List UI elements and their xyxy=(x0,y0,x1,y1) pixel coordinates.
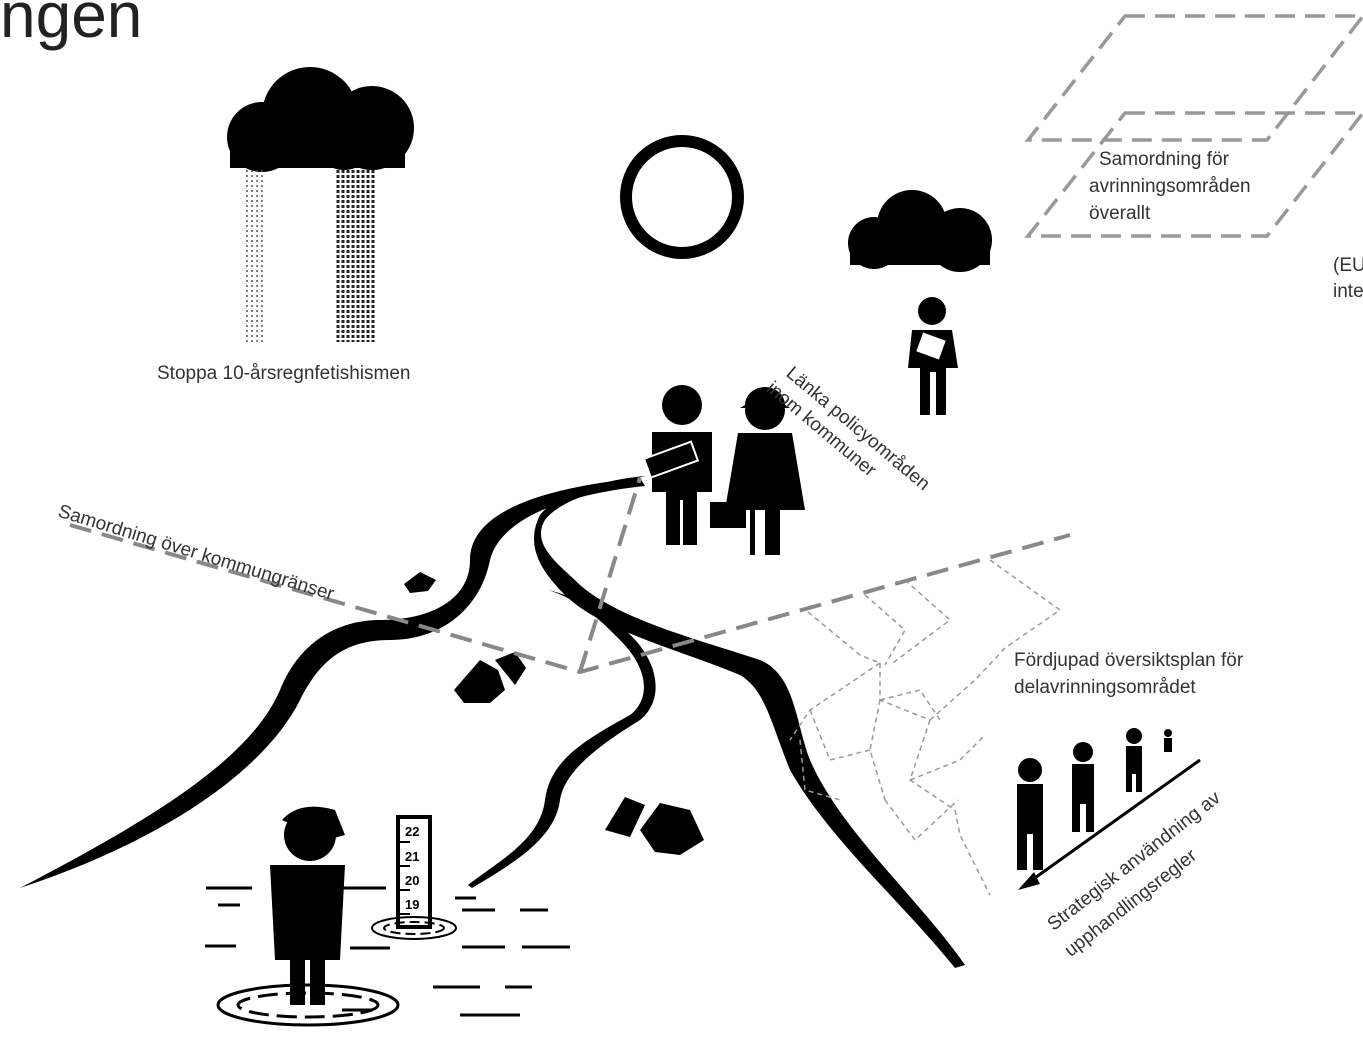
plan-label-line2: delavrinningsområdet xyxy=(1014,677,1196,698)
water-lines xyxy=(205,886,570,1017)
person-planner-icon xyxy=(642,385,712,545)
eu-label-line2: inte xyxy=(1333,281,1363,302)
rain-cloud-icon xyxy=(227,67,416,172)
catchment-label-line3: överallt xyxy=(1089,203,1151,224)
person-wading-icon xyxy=(216,806,400,1027)
sun-icon xyxy=(620,135,744,259)
catchment-plane-icon xyxy=(1024,14,1363,238)
municipal-border-line xyxy=(69,477,1071,675)
parcel-grid xyxy=(789,559,1062,896)
person-reader-icon xyxy=(908,297,958,415)
catchment-label-line2: avrinningsområden xyxy=(1089,176,1251,197)
page-title: ngen xyxy=(0,0,143,51)
water-gauge-icon: 22 21 20 19 xyxy=(371,815,457,940)
rain-label: Stoppa 10-årsregnfetishismen xyxy=(157,363,411,384)
worker-icon xyxy=(710,387,805,555)
stone-icon xyxy=(404,572,704,855)
gauge-label-19: 19 xyxy=(405,897,419,912)
eu-label-line1: (EU xyxy=(1333,255,1363,276)
small-cloud-icon xyxy=(848,190,994,272)
river-icon xyxy=(20,476,965,968)
gauge-label-21: 21 xyxy=(405,849,419,864)
catchment-label-line1: Samordning för xyxy=(1099,149,1229,170)
rain-icon xyxy=(246,170,375,342)
gauge-label-22: 22 xyxy=(405,824,419,839)
plan-label-line1: Fördjupad översiktsplan för xyxy=(1014,650,1244,671)
gauge-label-20: 20 xyxy=(405,873,419,888)
procurement-people-icon xyxy=(1017,728,1201,890)
